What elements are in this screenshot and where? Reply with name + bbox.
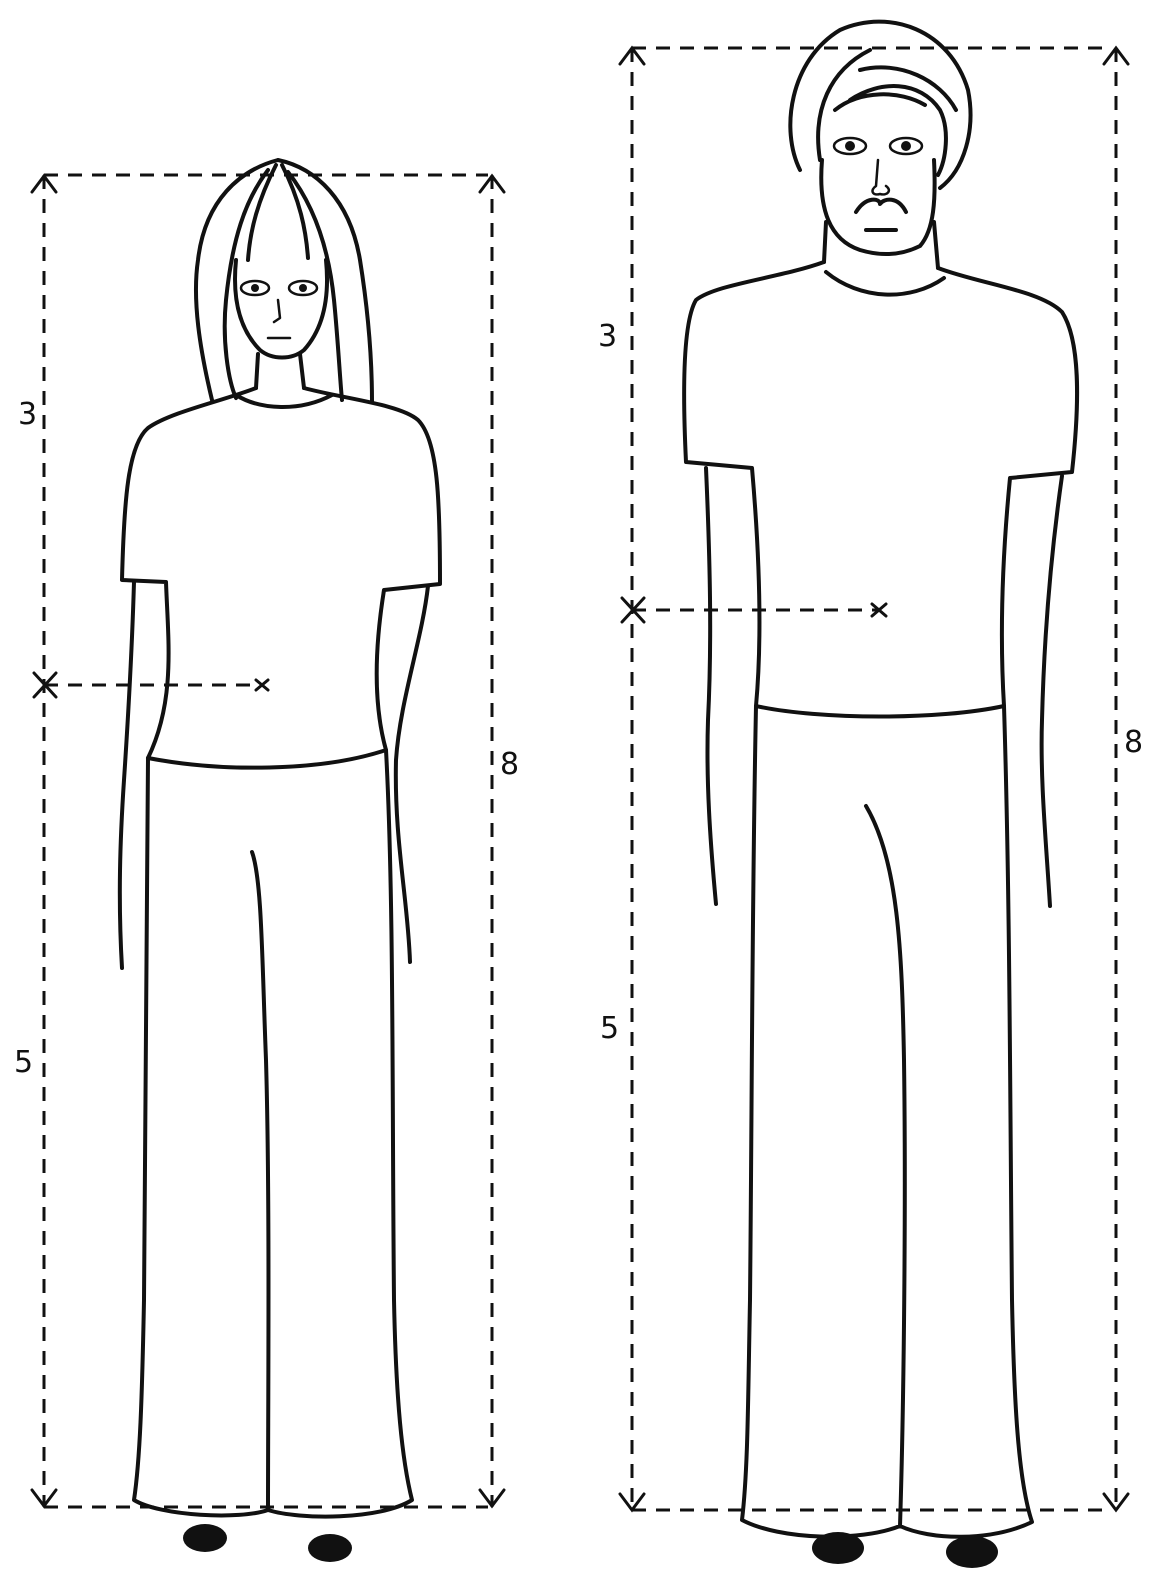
woman-left-shoe <box>183 1524 227 1552</box>
man-label-total: 8 <box>1124 725 1143 760</box>
woman-label-total: 8 <box>500 747 519 782</box>
woman-nose <box>274 300 280 322</box>
man-left-arm <box>706 468 716 904</box>
man-measure-frame <box>620 48 1128 1510</box>
man-right-shoe <box>946 1536 998 1568</box>
woman-shirt <box>122 388 440 768</box>
woman-label-upper: 3 <box>18 397 37 432</box>
man-mustache <box>856 200 906 230</box>
woman-waist-marker <box>34 673 268 697</box>
woman-figure: 3 5 8 <box>14 160 519 1562</box>
woman-face <box>235 260 327 358</box>
woman-right-arm <box>396 586 428 962</box>
woman-hair <box>196 160 372 402</box>
man-right-arm <box>1042 476 1062 906</box>
man-figure: 3 5 8 <box>598 22 1143 1568</box>
woman-left-arm <box>120 582 134 968</box>
man-shirt <box>684 262 1077 717</box>
man-waist-marker <box>622 598 886 622</box>
man-nose <box>873 160 889 194</box>
man-left-shoe <box>812 1532 864 1564</box>
man-label-lower: 5 <box>600 1011 619 1046</box>
woman-label-lower: 5 <box>14 1045 33 1080</box>
woman-right-shoe <box>308 1534 352 1562</box>
man-trousers <box>742 706 1032 1537</box>
man-label-upper: 3 <box>598 319 617 354</box>
woman-trousers <box>134 750 412 1517</box>
